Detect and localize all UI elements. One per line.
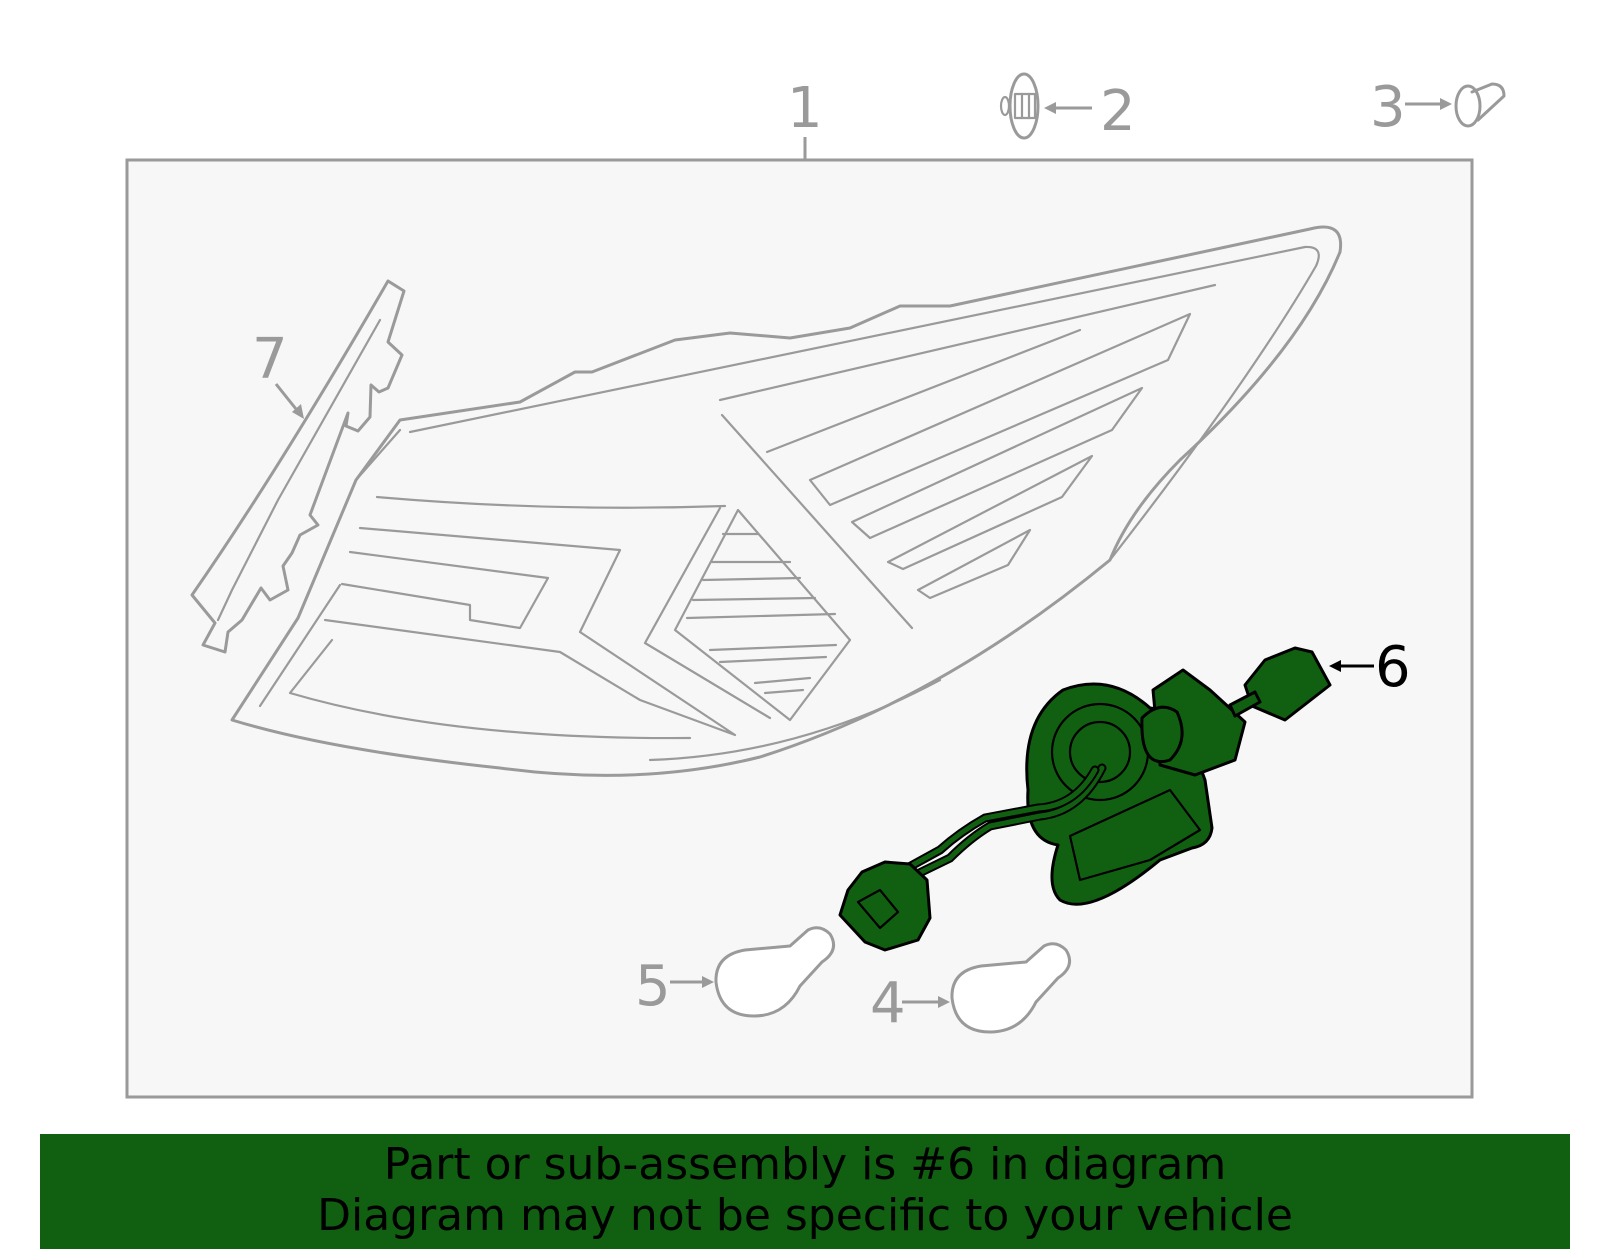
fastener-icon xyxy=(999,72,1040,140)
callout-2: 2 xyxy=(1100,79,1136,144)
callout-5: 5 xyxy=(635,954,671,1019)
screw-icon xyxy=(1454,82,1506,128)
callout-7: 7 xyxy=(252,327,288,392)
callout-1: 1 xyxy=(787,76,823,141)
callout-3-arrow xyxy=(1405,98,1452,110)
socket-harness-assembly xyxy=(838,646,1332,952)
callout-6: 6 xyxy=(1375,635,1411,700)
callout-2-arrow xyxy=(1044,102,1092,114)
bulb-4-icon xyxy=(950,942,1072,1034)
callout-5-arrow xyxy=(670,976,714,988)
banner-disclaimer-line: Diagram may not be specific to your vehi… xyxy=(317,1190,1293,1241)
lamp-gasket xyxy=(190,279,406,654)
callout-4: 4 xyxy=(870,971,906,1036)
bulb-5-icon xyxy=(714,926,836,1018)
callout-3: 3 xyxy=(1370,75,1406,140)
callout-4-arrow xyxy=(902,996,950,1008)
callout-7-arrow xyxy=(274,383,304,419)
info-banner: Part or sub-assembly is #6 in diagram Di… xyxy=(40,1134,1570,1249)
tail-lamp-housing xyxy=(230,225,1343,777)
callout-6-arrow xyxy=(1329,660,1374,672)
banner-part-line: Part or sub-assembly is #6 in diagram xyxy=(383,1139,1227,1190)
